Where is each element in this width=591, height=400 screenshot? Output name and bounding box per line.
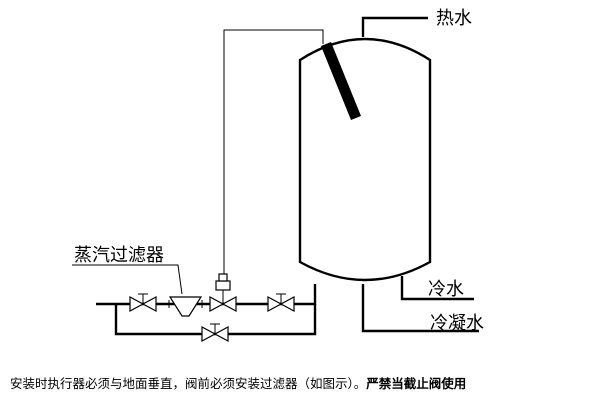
gate-valve-outlet: [267, 293, 295, 313]
installation-warning-text: 严禁当截止阀使用: [366, 376, 467, 391]
condensate-label: 冷凝水: [430, 313, 484, 334]
installation-note: 安装时执行器必须与地面垂直，阀前必须安装过滤器（如图示）。严禁当截止阀使用: [10, 373, 466, 392]
steam-filter-label: 蒸汽过滤器: [74, 245, 164, 266]
temperature-sensor-probe: [321, 42, 361, 120]
temperature-control-valve: [209, 273, 237, 313]
hot-water-outlet-pipe: [361, 16, 428, 37]
installation-note-text: 安装时执行器必须与地面垂直，阀前必须安装过滤器（如图示）。: [10, 376, 367, 391]
hot-water-label: 热水: [436, 8, 472, 29]
cold-water-label: 冷水: [428, 279, 464, 300]
condensate-outlet-pipe: [361, 284, 479, 333]
water-tank: [298, 37, 432, 282]
gate-valve-bypass: [201, 323, 229, 343]
steam-filter: [168, 296, 203, 317]
gate-valve-inlet: [129, 293, 157, 313]
cold-water-inlet-pipe: [400, 276, 474, 301]
steam-filter-leader-line: [72, 264, 183, 295]
sensor-capillary-line: [223, 29, 324, 275]
